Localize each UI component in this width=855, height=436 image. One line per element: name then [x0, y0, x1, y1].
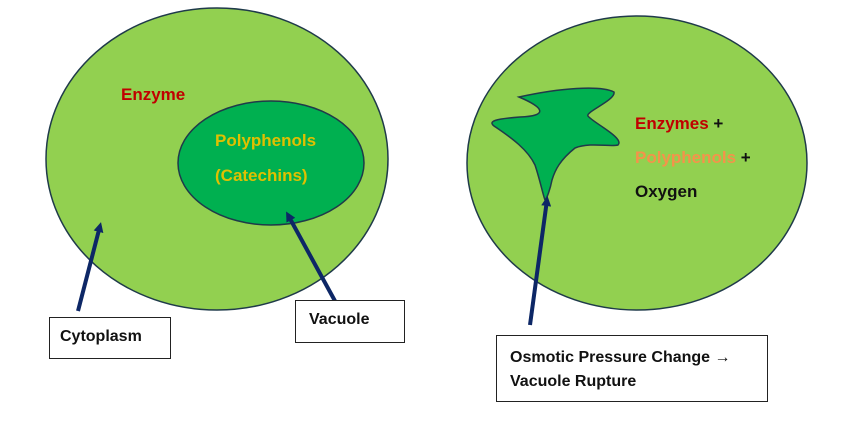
left-vacuole: [177, 100, 365, 226]
mix-term-polyphenols: Polyphenols: [635, 148, 737, 167]
rupture-callout: Osmotic Pressure Change → Vacuole Ruptur…: [496, 335, 768, 402]
rupture-callout-line2: Vacuole Rupture: [510, 373, 637, 390]
vacuole-callout-text: Vacuole: [309, 311, 370, 328]
right-cell: [466, 15, 808, 311]
rupture-callout-line1: Osmotic Pressure Change →: [510, 349, 731, 366]
vacuole-callout: Vacuole: [295, 300, 405, 343]
rupture-arrow: [528, 196, 552, 326]
ruptured-vacuole-shape: [491, 87, 620, 202]
plus-sign: +: [708, 114, 724, 133]
enzyme-label: Enzyme: [121, 85, 186, 104]
polyphenols-label: Polyphenols: [215, 131, 317, 150]
cytoplasm-callout: Cytoplasm: [49, 317, 171, 359]
cytoplasm-callout-text: Cytoplasm: [60, 328, 142, 345]
mix-term-enzymes: Enzymes: [635, 114, 709, 133]
catechins-label: (Catechins): [215, 166, 308, 185]
mix-term-oxygen: Oxygen: [635, 182, 698, 201]
mix-line-polyphenols: Polyphenols +: [635, 148, 751, 168]
mix-line-enzymes: Enzymes +: [635, 114, 723, 134]
plus-sign: +: [736, 148, 751, 167]
cytoplasm-arrow: [76, 222, 104, 312]
vacuole-arrow: [286, 211, 337, 302]
mix-line-oxygen: Oxygen: [635, 182, 697, 202]
